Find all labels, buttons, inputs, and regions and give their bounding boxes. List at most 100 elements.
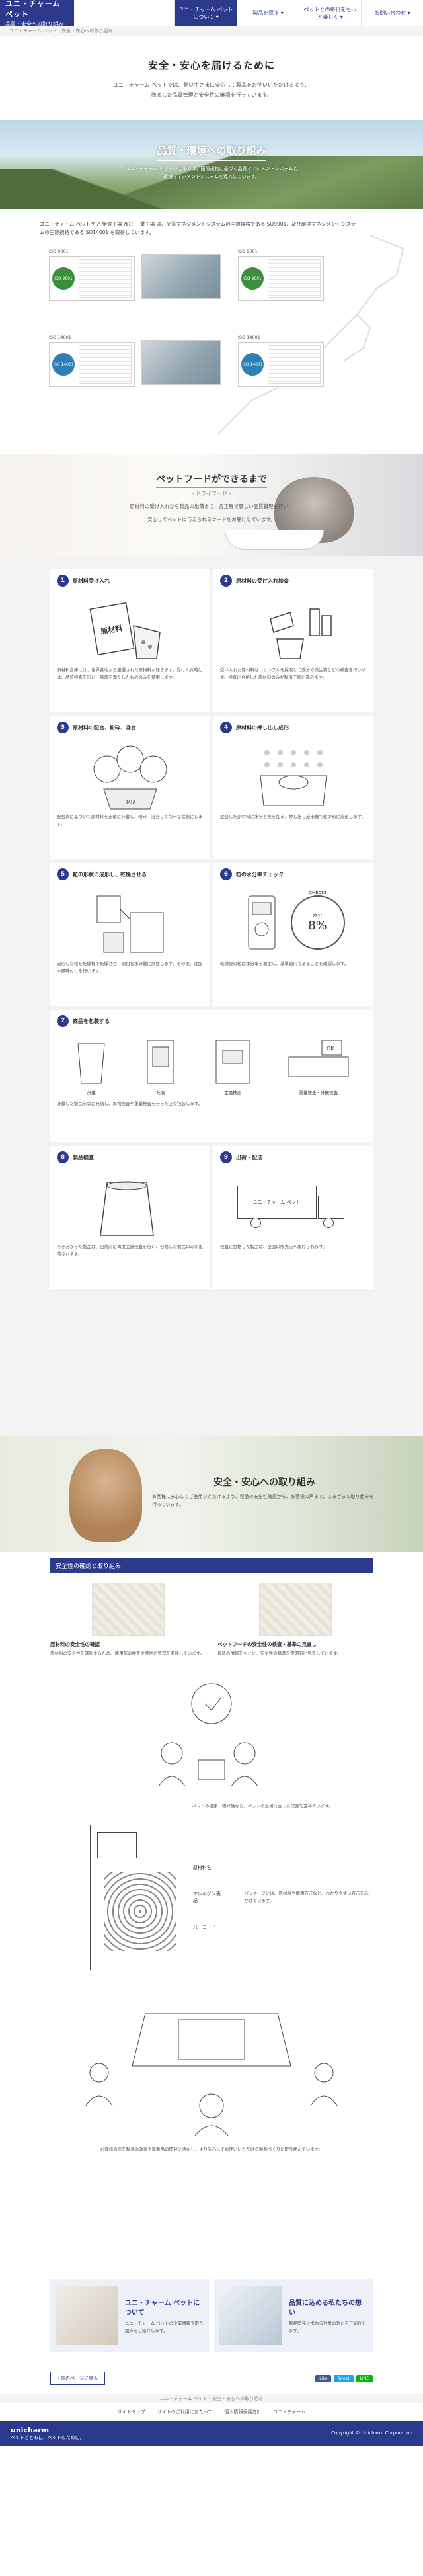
step-illustration: CHECK! 水分 8%	[220, 884, 366, 960]
truck-cab	[317, 1195, 344, 1219]
iso-badge: ISO 14001	[241, 353, 264, 376]
step-number: 8	[57, 1151, 69, 1163]
process-label: 重量検査・外観検査	[299, 1089, 338, 1095]
site-header: ユニ・チャーム ペット 品質・安全への取り組み ユニ・チャーム ペットについて …	[0, 0, 423, 27]
intro-text-1: ユニ・チャーム ペットでは、飼い主さまに安心して製品をお使いいただけるよう、	[113, 82, 310, 88]
cert-card: ISO 14001 ISO 14001	[238, 335, 324, 387]
cert-card: ISO 9001 ISO 9001	[49, 249, 135, 301]
iso-badge: ISO 9001	[241, 267, 264, 290]
global-nav: ユニ・チャーム ペットについて ▾ 製品を探す ▾ ペットとの毎日をもっと楽しく…	[74, 0, 423, 26]
svg-text:OK: OK	[327, 1046, 334, 1052]
step-illustration	[220, 591, 366, 667]
process-item: 充填	[141, 1037, 180, 1095]
process-label: 計量	[87, 1089, 96, 1095]
footer-logo[interactable]: unicharm	[11, 2425, 50, 2434]
section-heading: 安全性の確認と取り組み	[50, 1558, 373, 1573]
intro-section: 安全・安心を届けるために ユニ・チャーム ペットでは、飼い主さまに安心して製品を…	[0, 36, 423, 120]
step-number: 5	[57, 868, 69, 880]
safety-hero-image: 安全・安心への取り組み お客様に安心してご使用いただけるよう、製品の安全性確認か…	[0, 1436, 423, 1552]
petfood-hero-text: ペットフードができるまで - ドライフード - 原材料の受け入れから製品の出荷ま…	[0, 472, 423, 524]
process-item: OK 重量検査・外観検査	[286, 1037, 352, 1095]
footer-link[interactable]: サイトのご利用にあたって	[157, 2409, 213, 2415]
card-title: 品質に込める私たちの想い	[289, 2299, 362, 2317]
cert-caption: ISO 14001	[238, 335, 260, 340]
brand-name: ユニ・チャーム ペット	[5, 0, 61, 19]
quality-hero-text: 品質・環境への取り組み ユニ・チャーム ペットの工場では、国際規格に基づく品質マ…	[0, 144, 423, 181]
petfood-hero-image: ペットフードができるまで - ドライフード - 原材料の受け入れから製品の出荷ま…	[0, 454, 423, 556]
package-label: バーコード	[192, 1925, 216, 1930]
step-text: 配合表に基づいて原材料を正確に計量し、粉砕・混合して均一な状態にします。	[57, 814, 203, 827]
petfood-title: ペットフードができるまで	[156, 472, 267, 488]
factory-photo	[141, 340, 221, 385]
step-title: 原材料受け入れ	[73, 577, 110, 584]
package-section: 原材料名 アレルゲン表記 バーコード パッケージには、原材料や使用方法など、わか…	[50, 1825, 373, 1970]
step-text: できあがった製品は、出荷前に再度品質検査を行い、合格した製品のみが出荷されます。	[57, 1244, 203, 1257]
svg-text:MIX: MIX	[126, 799, 136, 805]
quality-body: ユニ・チャーム ペットケア 伊賀工場 及び 三重工場 は、品質マネジメントシステ…	[0, 209, 423, 454]
nav-contact[interactable]: お問い合わせ ▾	[361, 0, 423, 26]
page-title: 安全・安心を届けるために	[147, 60, 275, 71]
step-title: 商品を包装する	[73, 1018, 110, 1024]
research-illustration	[50, 1671, 373, 1803]
process-label: 金属検出	[224, 1089, 242, 1095]
iso-badge: ISO 9001	[52, 267, 75, 290]
brand-logo[interactable]: ユニ・チャーム ペット 品質・安全への取り組み	[0, 0, 74, 27]
process-item: 計量	[71, 1037, 111, 1095]
back-button[interactable]: ‹ 前のページに戻る	[50, 2372, 105, 2385]
moisture-label: 水分	[313, 913, 323, 918]
japan-map-outline	[217, 235, 404, 435]
petfood-text-2: 安心してペットに与えられるフードをお届けしています。	[147, 517, 276, 522]
safety-hero-text: 安全・安心への取り組み お客様に安心してご使用いただけるよう、製品の安全性確認か…	[152, 1475, 377, 1509]
step-number: 7	[57, 1015, 69, 1027]
line-button[interactable]: LINE	[356, 2374, 373, 2382]
cert-caption: ISO 14001	[49, 335, 71, 340]
svg-text:原材料: 原材料	[100, 623, 123, 636]
step-number: 3	[57, 722, 69, 733]
breadcrumb[interactable]: ユニ・チャーム ペット › 安全・安心への取り組み	[0, 26, 423, 36]
footer-link[interactable]: サイトマップ	[117, 2409, 145, 2415]
site-footer: unicharm ペットとともに、ペットのために。 Copyright © Un…	[0, 2421, 423, 2446]
dog-illustration	[69, 1449, 142, 1542]
package-label: アレルゲン表記	[192, 1891, 221, 1903]
certificate-document	[268, 259, 321, 298]
card-quality[interactable]: 品質に込める私たちの想い 製品開発に携わる社員の想いをご紹介します。	[214, 2279, 373, 2352]
breadcrumb-bottom[interactable]: ユニ・チャーム ペット › 安全・安心への取り組み	[0, 2394, 423, 2403]
brand-subtitle: 品質・安全への取り組み	[5, 21, 63, 27]
footer-links: サイトマップ サイトのご利用にあたって 個人情報保護方針 ユニ・チャーム	[0, 2403, 423, 2421]
copyright: Copyright © Unicharm Corporation	[331, 2431, 412, 2436]
footer-link[interactable]: ユニ・チャーム	[273, 2409, 306, 2415]
nav-enjoy[interactable]: ペットとの毎日をもっと楽しく ▾	[299, 0, 361, 26]
step-title: 粒の形状に成形し、乾燥させる	[73, 871, 147, 878]
truck-wheel	[323, 1217, 334, 1228]
footer-link[interactable]: 個人情報保護方針	[224, 2409, 262, 2415]
step-illustration: MIX	[57, 737, 203, 813]
cert-card: ISO 9001 ISO 9001	[238, 249, 324, 301]
safety-col-title: ペットフードの安全性の検査・基準の見直し	[217, 1641, 317, 1647]
related-cards: ユニ・チャーム ペットについて ユニ・チャーム ペットの企業情報や取り組みをご紹…	[0, 2279, 423, 2352]
safety-hero-paragraph: お客様に安心してご使用いただけるよう、製品の安全性確認から、お客様の声まで、さま…	[152, 1494, 374, 1507]
quality-hero-image: 品質・環境への取り組み ユニ・チャーム ペットの工場では、国際規格に基づく品質マ…	[0, 120, 423, 209]
factory-photo	[141, 254, 221, 299]
nav-products[interactable]: 製品を探す ▾	[237, 0, 299, 26]
step-illustration: 原材料	[57, 591, 203, 667]
step-text: 成形した粒を乾燥機で乾燥させ、適切な水分量に調整します。その後、油脂や風味付けを…	[57, 961, 203, 974]
step-illustration	[57, 1167, 203, 1243]
safety-columns: 原材料の安全性の確認 原材料の安全性を確認するため、使用前の検査や産地の管理を徹…	[50, 1583, 373, 1657]
cert-image: ISO 9001	[238, 256, 324, 301]
step-text: 乾燥後の粒は水分率を測定し、基準値内であることを確認します。	[220, 961, 349, 966]
card-about[interactable]: ユニ・チャーム ペットについて ユニ・チャーム ペットの企業情報や取り組みをご紹…	[50, 2279, 209, 2352]
process-label: 充填	[156, 1089, 165, 1095]
tweet-button[interactable]: Tweet	[334, 2374, 354, 2382]
nav-about[interactable]: ユニ・チャーム ペットについて ▾	[174, 0, 237, 26]
safety-col-text: 原材料の安全性を確認するため、使用前の検査や産地の管理を徹底しています。	[50, 1651, 205, 1656]
cert-image: ISO 14001	[238, 342, 324, 387]
share-bar: ‹ 前のページに戻る Like Tweet LINE	[0, 2362, 423, 2394]
facebook-like-button[interactable]: Like	[315, 2374, 332, 2382]
safety-col-title: 原材料の安全性の確認	[50, 1641, 100, 1647]
package-label: 原材料名	[192, 1865, 212, 1870]
